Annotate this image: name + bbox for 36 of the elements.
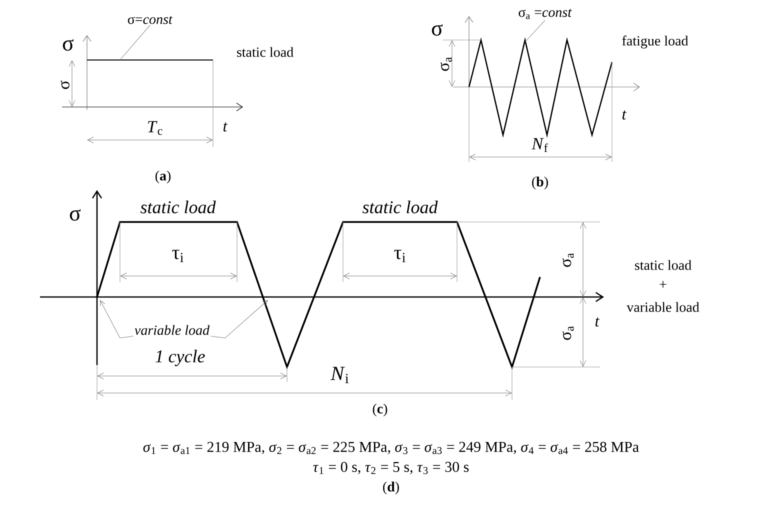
curve-label: static load xyxy=(140,200,216,214)
curve-label: + xyxy=(660,281,666,288)
subfigure-label: (d) xyxy=(383,482,399,494)
leader-label: σ=const xyxy=(128,16,173,24)
dimension-label: σ$_{a}$ xyxy=(562,326,574,340)
curve-label: fatigue load xyxy=(622,36,688,48)
formula-text: σ$_{1}$ = σ$_{a1}$ = 219 MPa, σ$_{2}$ = σ$_{a2}$ = 225 MPa, σ$_{3}$ = σ$_{a3}$ = 249 MPa, σ$_{4}$ = σ$_{a4}$ = 258 MPa xyxy=(143,442,639,454)
dimension-label: τ$_{i}$ xyxy=(172,250,184,262)
dimension-label: 1 cycle xyxy=(155,350,205,366)
dimension-label: σ xyxy=(60,80,70,89)
curve-label: static load xyxy=(362,200,438,214)
axis-label: σ xyxy=(62,39,74,51)
axis-label: t xyxy=(596,317,600,327)
formula-text: τ$_{1}$ = 0 s, τ$_{2}$ = 5 s, τ$_{3}$ = 30 s xyxy=(313,462,469,474)
subfigure-label: (c) xyxy=(372,404,388,416)
leader-label: σ$_{a}$ =const xyxy=(518,8,572,20)
axis-label: t xyxy=(622,110,627,120)
dimension-label: N$_{f}$ xyxy=(532,138,548,152)
subfigure-label: (b) xyxy=(532,176,548,190)
axis-label: σ xyxy=(432,24,443,36)
dimension-label: N$_{i}$ xyxy=(330,366,349,384)
curve-label: variable load xyxy=(626,302,700,312)
leader-line xyxy=(100,300,134,338)
axis-label: t xyxy=(224,122,228,132)
subfigure-label: (a) xyxy=(155,170,171,184)
leader-label: variable load xyxy=(134,325,210,335)
dimension-label: σ$_{a}$ xyxy=(440,57,452,71)
dimension-label: σ$_{a}$ xyxy=(562,253,574,267)
dimension-label: T$_{c}$ xyxy=(148,121,162,135)
leader-line xyxy=(210,300,268,338)
leader-line xyxy=(120,24,150,60)
curve-label: static load xyxy=(237,47,294,57)
curve-label: static load xyxy=(635,260,692,270)
leader-line xyxy=(524,20,546,42)
dimension-label: τ$_{i}$ xyxy=(394,250,406,262)
axis-label: σ xyxy=(70,209,81,221)
